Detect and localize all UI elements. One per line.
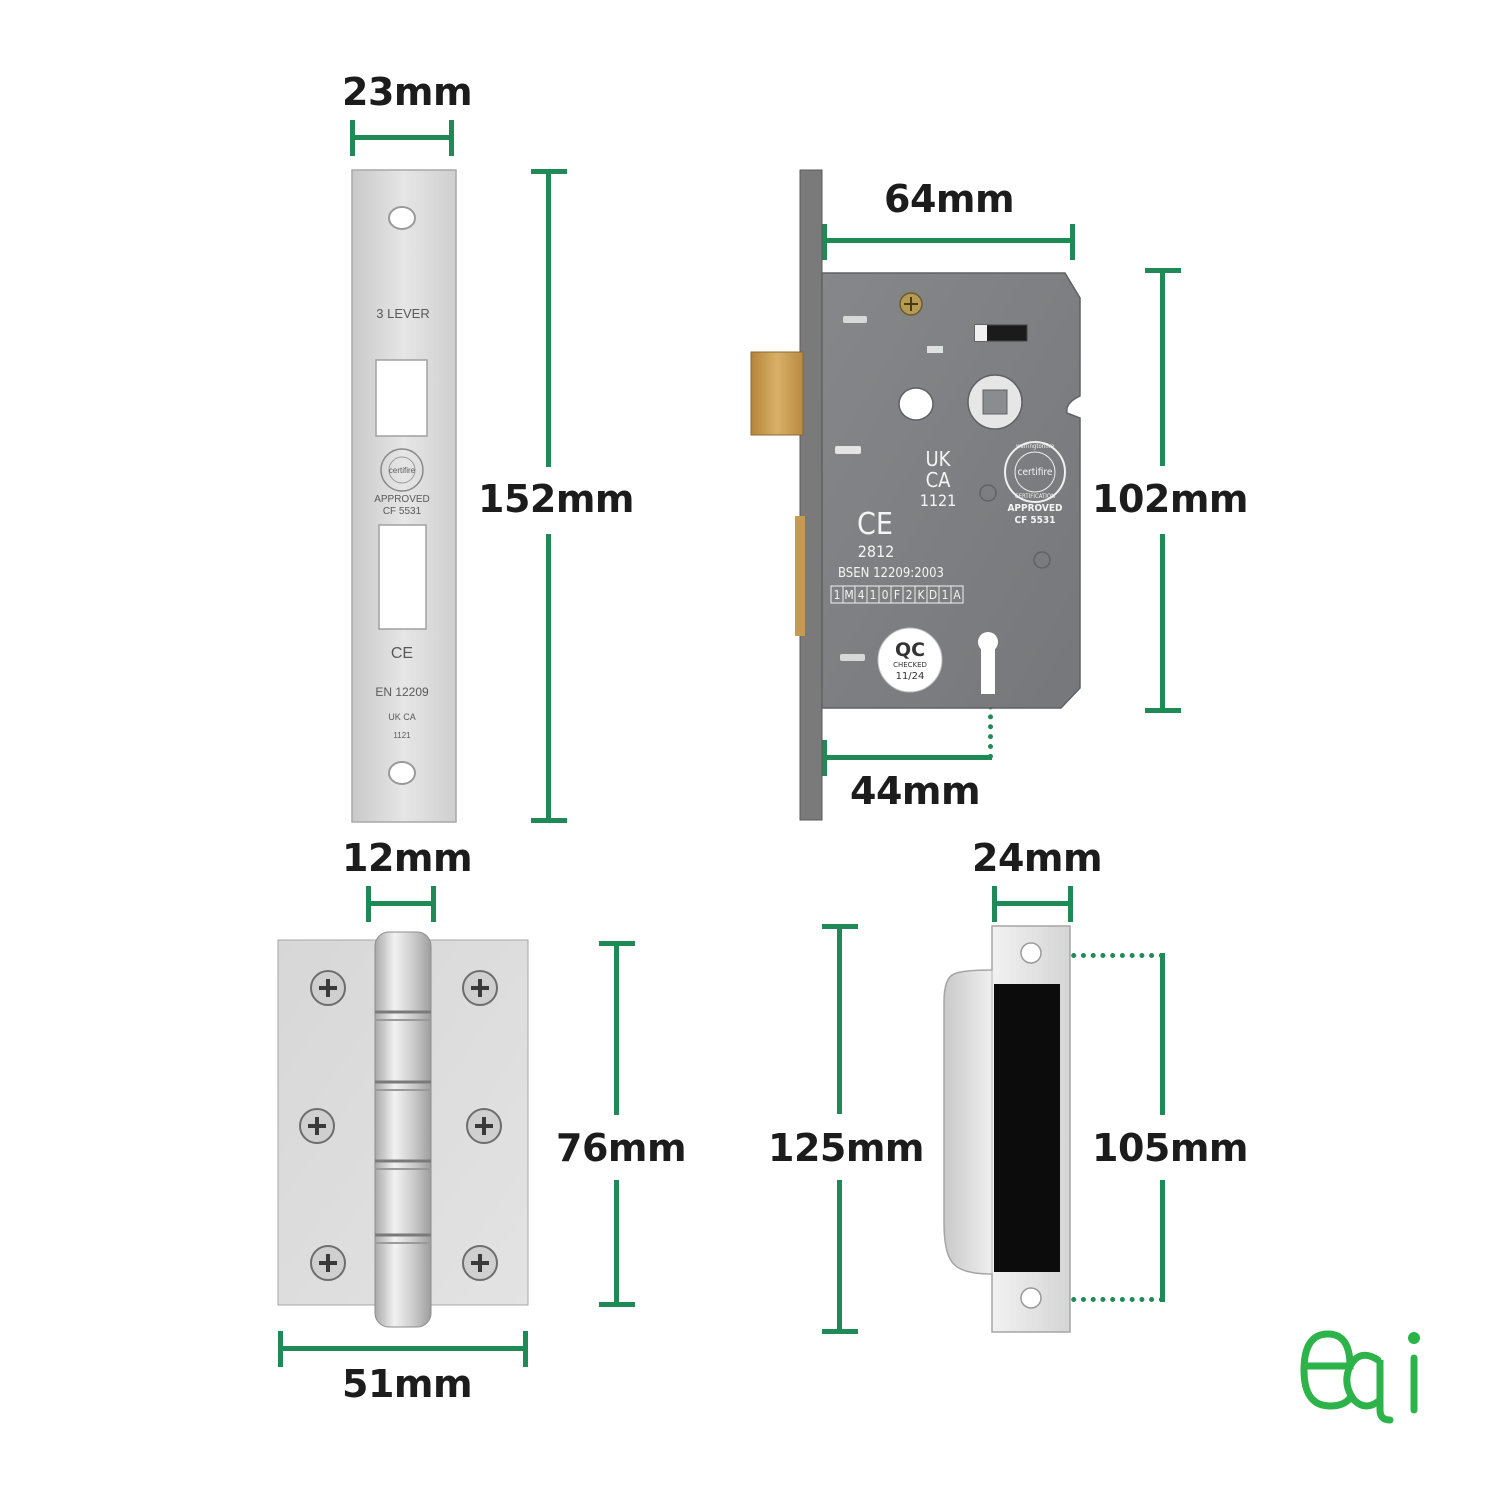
case-width-label: 64mm — [884, 177, 1015, 221]
class-code-cell — [950, 585, 964, 604]
svg-text:3 LEVER: 3 LEVER — [376, 306, 429, 321]
svg-text:certifire: certifire — [389, 466, 416, 475]
class-code-char: 1 — [870, 588, 877, 602]
hinge-width-label: 51mm — [342, 1362, 473, 1406]
screw-icon — [462, 1245, 498, 1281]
svg-text:APPROVED: APPROVED — [374, 494, 430, 505]
svg-text:CA: CA — [926, 468, 952, 492]
screw-hole-icon — [388, 761, 416, 785]
svg-text:1121: 1121 — [920, 491, 957, 510]
class-code-char: 1 — [834, 588, 841, 602]
svg-text:BSEN 12209:2003: BSEN 12209:2003 — [838, 566, 944, 581]
hinge-height-label: 76mm — [556, 1126, 687, 1170]
svg-text:EN 12209: EN 12209 — [375, 685, 429, 699]
deadbolt — [750, 351, 804, 436]
svg-text:eai: eai — [1298, 1318, 1300, 1319]
svg-text:warringtonfire: warringtonfire — [1016, 443, 1055, 450]
screw-icon — [299, 1108, 335, 1144]
keyhole-icon — [978, 632, 998, 694]
screw-icon — [462, 970, 498, 1006]
svg-text:CF 5531: CF 5531 — [383, 506, 422, 517]
svg-text:CF 5531: CF 5531 — [1015, 515, 1056, 526]
certifire-mark-icon: warringtonfire certifire CERTIFICATION — [1004, 441, 1066, 503]
forend-width-label: 23mm — [342, 70, 473, 114]
svg-text:certifire: certifire — [1018, 467, 1053, 478]
knuckle-width-label: 12mm — [342, 836, 473, 880]
svg-text:CHECKED: CHECKED — [893, 661, 927, 669]
forend-height-label: 152mm — [478, 477, 635, 521]
screw-icon — [310, 1245, 346, 1281]
svg-text:APPROVED: APPROVED — [1007, 503, 1062, 514]
svg-text:CERTIFICATION: CERTIFICATION — [1015, 493, 1055, 500]
class-code-char: F — [894, 588, 900, 602]
class-code-char: D — [929, 588, 937, 602]
certifire-mark-icon — [380, 448, 424, 492]
screw-hole-icon — [388, 206, 416, 230]
ball-bearing-hinge — [277, 931, 529, 1328]
screw-icon — [310, 970, 346, 1006]
svg-text:CE: CE — [391, 645, 413, 662]
backset-label: 44mm — [850, 769, 981, 813]
class-code-char: 1 — [942, 588, 949, 602]
class-code-char: K — [917, 588, 925, 602]
screw-icon — [466, 1108, 502, 1144]
screw-hole-icon — [1020, 942, 1042, 964]
svg-text:UK CA: UK CA — [388, 712, 416, 722]
class-code-char: 0 — [882, 588, 889, 602]
strike-keep-plate — [943, 925, 1071, 1333]
class-code-char: M — [844, 588, 853, 602]
svg-text:1121: 1121 — [393, 731, 411, 740]
forend-plate: 3 LEVER certifire APPROVED CF 5531 CE EN… — [351, 169, 457, 823]
svg-text:CE: CE — [857, 507, 893, 542]
svg-text:UK: UK — [926, 447, 952, 471]
class-code-char: 4 — [858, 588, 865, 602]
case-height-label: 102mm — [1092, 477, 1249, 521]
svg-text:QC: QC — [895, 639, 925, 661]
svg-text:11/24: 11/24 — [896, 671, 925, 682]
qc-sticker: QC CHECKED 11/24 — [877, 627, 943, 693]
keep-height-label: 125mm — [768, 1126, 925, 1170]
class-code-char: 2 — [906, 588, 913, 602]
svg-text:2812: 2812 — [858, 542, 895, 561]
keep-width-label: 24mm — [972, 836, 1103, 880]
class-code-char: A — [953, 588, 961, 602]
screw-hole-icon — [1020, 1287, 1042, 1309]
eai-logo: eai — [1298, 1318, 1420, 1424]
keep-centres-label: 105mm — [1092, 1126, 1249, 1170]
